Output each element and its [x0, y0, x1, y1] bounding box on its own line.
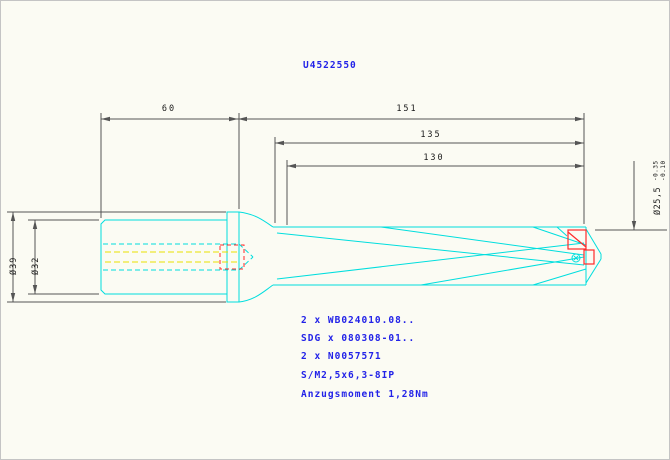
bore-cone-top: [238, 243, 254, 258]
dimensions: 60 151 135 130: [7, 104, 667, 303]
inner-insert: [583, 249, 595, 265]
parts-list-item: 2 x N0057571: [301, 351, 382, 362]
screw-head: [571, 253, 581, 263]
shank-outline: [100, 219, 228, 295]
torque-note: Anzugsmoment 1,28Nm: [301, 389, 429, 400]
dim-dia25-tol-lower: -0.10: [660, 160, 667, 181]
extension-lines: [100, 113, 585, 225]
parts-list-item: SDG x 080308-01..: [301, 333, 415, 344]
dim-60-label: 60: [162, 104, 176, 114]
dim-130-label: 130: [423, 153, 444, 163]
flute-lines: [276, 226, 587, 286]
dim-dia39-label: Ø39: [8, 257, 19, 275]
dim-151-label: 151: [396, 104, 417, 114]
dim-dia25-tol-upper: -0.35: [653, 160, 660, 181]
dimension-dia25: Ø25,5 -0.35 -0.10: [595, 160, 667, 231]
dim-dia32-label: Ø32: [30, 257, 41, 275]
outer-insert: [567, 229, 587, 250]
neck-bottom: [238, 284, 274, 303]
dim-dia25-label: Ø25,5: [652, 187, 663, 215]
parts-list-item: S/M2,5x6,3-8IP: [301, 370, 395, 381]
drawing-title: U4522550: [303, 60, 357, 71]
dimension-dia32: Ø32: [28, 219, 99, 295]
dimension-135: 135: [275, 130, 584, 146]
outer-insert-edge: [567, 231, 587, 248]
neck-top: [238, 211, 274, 228]
bore-cone-bottom: [238, 256, 254, 271]
tool-internals: [103, 243, 254, 271]
tool-body: [100, 211, 602, 303]
parts-list-item: 2 x WB024010.08..: [301, 315, 415, 326]
parts-list: 2 x WB024010.08.. SDG x 080308-01.. 2 x …: [301, 315, 429, 400]
flange-outline: [226, 211, 240, 303]
hidden-detail-red: [219, 244, 245, 270]
dimension-151: 151: [238, 104, 584, 122]
dimension-130: 130: [287, 153, 584, 169]
tip-inserts: [567, 229, 595, 265]
dimension-60: 60: [101, 104, 238, 122]
dim-135-label: 135: [420, 130, 441, 140]
dimension-dia39: Ø39: [7, 211, 226, 303]
